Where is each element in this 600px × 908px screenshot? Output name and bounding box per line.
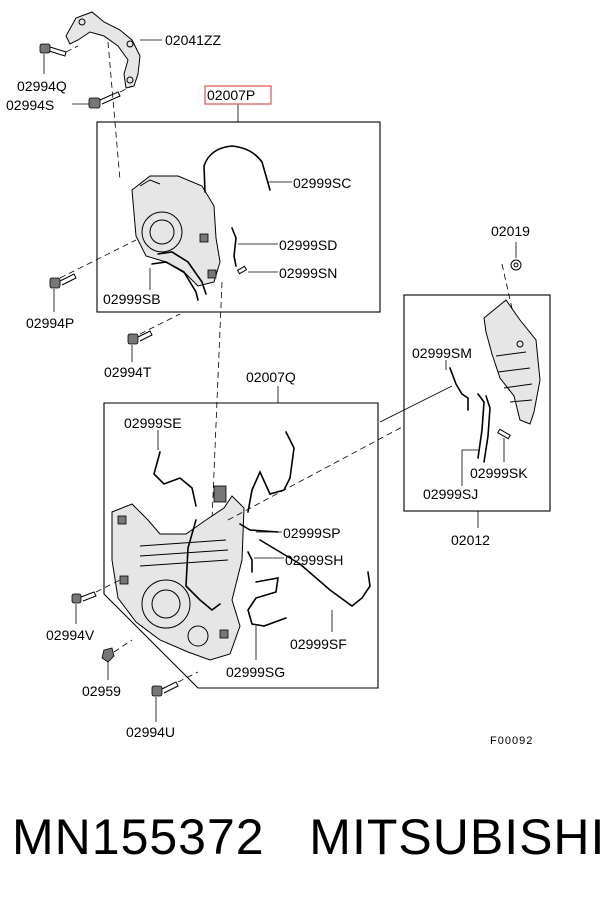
- o-ring-02019: [510, 259, 522, 271]
- gasket-02999sb: [151, 251, 207, 301]
- callout-02999sd: 02999SD: [279, 237, 337, 253]
- gasket-02999sf: [185, 519, 371, 612]
- gasket-02999sd: [231, 227, 237, 267]
- highlight-02007p: [204, 85, 272, 105]
- callout-02994v: 02994V: [46, 627, 95, 643]
- gasket-02999sj: [477, 393, 491, 463]
- callout-02007p: 02007P: [207, 87, 255, 103]
- callout-02959: 02959: [82, 683, 121, 699]
- nut-02959: [101, 647, 115, 663]
- callout-02999sn: 02999SN: [279, 265, 337, 281]
- gasket-02999sm: [449, 367, 469, 411]
- callout-02999sk: 02999SK: [470, 465, 528, 481]
- callout-02994s: 02994S: [6, 97, 54, 113]
- bolt-02994s: [88, 91, 121, 109]
- pin-02999sn: [236, 265, 248, 275]
- bolt-02994q: [39, 43, 67, 57]
- callout-02994q: 02994Q: [17, 78, 67, 94]
- bolt-02994p: [49, 273, 77, 289]
- callout-02994p: 02994P: [26, 315, 74, 331]
- box-02012: [403, 294, 551, 512]
- bolt-02994t: [127, 330, 153, 345]
- callout-02999sg: 02999SG: [226, 664, 285, 680]
- box-02007p: [96, 121, 381, 313]
- brand-name: MITSUBISHI: [309, 809, 600, 865]
- figure-code: F00092: [490, 735, 533, 747]
- callout-02999sh: 02999SH: [285, 552, 343, 568]
- rear-cover-plate: [483, 299, 541, 425]
- callout-02999sp: 02999SP: [283, 525, 341, 541]
- callout-02999sm: 02999SM: [412, 345, 472, 361]
- callout-02012: 02012: [451, 532, 490, 548]
- bolt-02994u: [151, 681, 179, 697]
- gasket-02999sp: [239, 431, 295, 533]
- callout-02994t: 02994T: [104, 364, 152, 380]
- lower-timing-cover: [111, 485, 245, 661]
- gasket-02999sh: [247, 551, 253, 573]
- callout-02019: 02019: [491, 223, 530, 239]
- callout-02007q: 02007Q: [246, 369, 296, 385]
- callout-02041zz: 02041ZZ: [165, 32, 221, 48]
- bolt-02994v: [71, 591, 97, 604]
- callout-02999sb: 02999SB: [103, 291, 161, 307]
- pin-02999sk: [497, 428, 511, 440]
- part-number: MN155372: [12, 809, 265, 865]
- callout-02999sc: 02999SC: [293, 175, 351, 191]
- gasket-02999sg: [247, 577, 287, 627]
- callout-02999sj: 02999SJ: [423, 486, 478, 502]
- callout-02994u: 02994U: [126, 724, 175, 740]
- box-02007q: [103, 402, 379, 689]
- gasket-02999se: [153, 451, 197, 507]
- footer-caption: MN155372 MITSUBISHI: [12, 808, 600, 866]
- bracket-02041zz: [65, 11, 141, 89]
- callout-02999se: 02999SE: [124, 415, 182, 431]
- gasket-02999sc: [203, 145, 271, 193]
- upper-timing-cover: [131, 175, 221, 287]
- callout-02999sf: 02999SF: [290, 636, 347, 652]
